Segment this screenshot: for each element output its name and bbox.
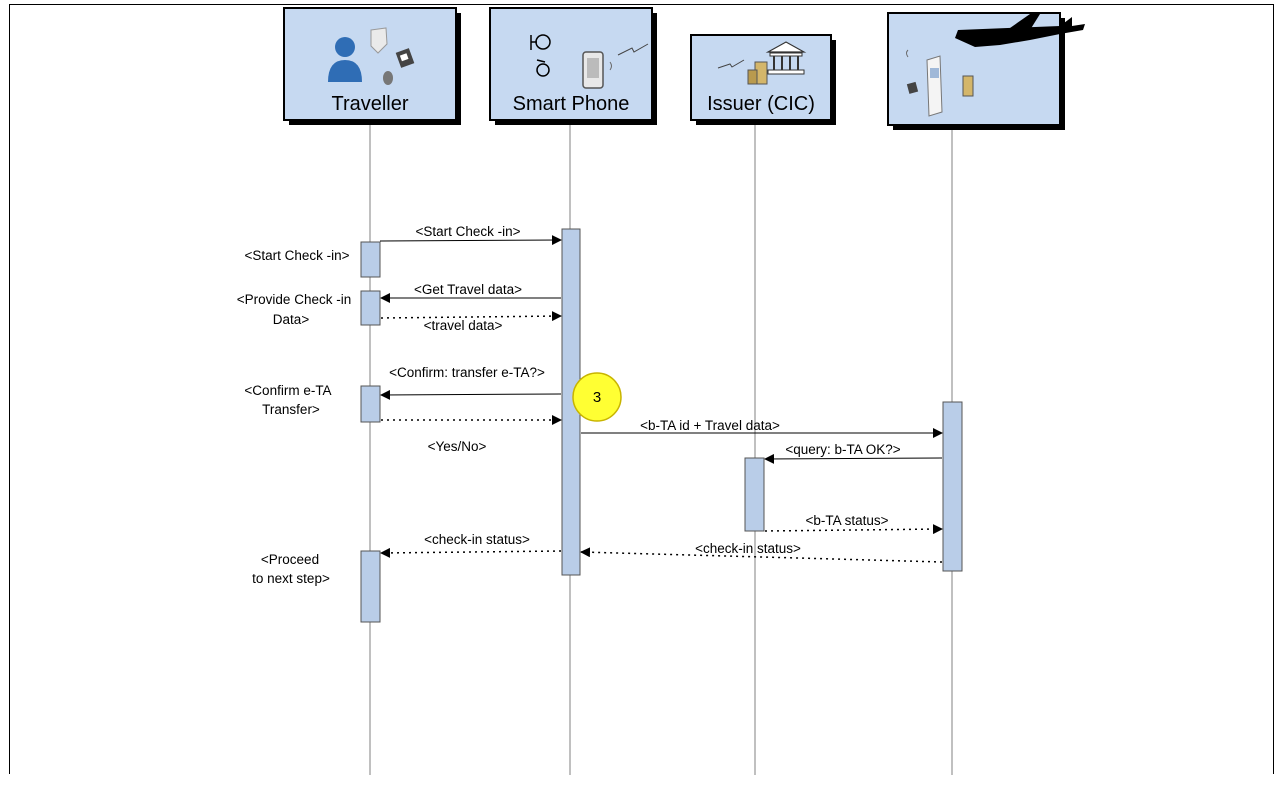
message-label: <check-in status> — [695, 541, 801, 556]
activation-traveller-1 — [361, 242, 380, 277]
header-airline — [888, 13, 1085, 130]
message-label: <travel data> — [424, 318, 503, 333]
action-proceed-line1: <Proceed — [261, 552, 319, 567]
fingerprint-icon — [383, 71, 393, 85]
message-checkin-status-phone: <check-in status> — [381, 532, 561, 553]
message-yes-no: <Yes/No> — [381, 420, 561, 454]
activation-issuer — [745, 458, 764, 531]
message-label: <b-TA id + Travel data> — [640, 418, 780, 433]
action-proceed-line2: to next step> — [252, 571, 330, 586]
message-confirm-transfer: <Confirm: transfer e-TA?> — [381, 365, 561, 395]
header-smartphone-label: Smart Phone — [513, 93, 630, 115]
header-issuer: Issuer (CIC) — [691, 35, 836, 125]
header-smartphone: Smart Phone — [490, 8, 657, 125]
step-marker-number: 3 — [593, 389, 601, 406]
activation-traveller-2 — [361, 291, 380, 325]
activation-traveller-4 — [361, 551, 380, 622]
kiosk-icon — [927, 56, 942, 116]
step-marker: 3 — [573, 373, 621, 421]
message-bta-status: <b-TA status> — [765, 513, 942, 531]
message-start-checkin: <Start Check -in> — [380, 224, 561, 241]
message-travel-data: <travel data> — [381, 316, 561, 333]
message-checkin-status-airline: <check-in status> — [581, 541, 942, 562]
action-start-checkin: <Start Check -in> — [244, 248, 349, 263]
action-provide-line2: Data> — [273, 312, 310, 327]
message-label: <Confirm: transfer e-TA?> — [389, 365, 545, 380]
action-provide-line1: <Provide Check -in — [237, 292, 351, 307]
message-get-travel-data: <Get Travel data> — [381, 282, 561, 298]
message-label: <query: b-TA OK?> — [785, 442, 900, 457]
message-bta-travel: <b-TA id + Travel data> — [581, 418, 942, 433]
activation-traveller-3 — [361, 386, 380, 422]
message-query-bta: <query: b-TA OK?> — [765, 442, 942, 459]
phone-icon — [583, 52, 603, 88]
activation-airline — [943, 402, 962, 571]
action-confirm-line2: Transfer> — [262, 402, 320, 417]
header-traveller-label: Traveller — [331, 93, 408, 115]
message-label: <Get Travel data> — [414, 282, 522, 297]
message-label: <check-in status> — [424, 532, 530, 547]
header-issuer-label: Issuer (CIC) — [707, 93, 815, 115]
message-label: <Yes/No> — [428, 439, 487, 454]
message-label: <b-TA status> — [805, 513, 888, 528]
message-label: <Start Check -in> — [415, 224, 520, 239]
action-confirm-line1: <Confirm e-TA — [244, 383, 331, 398]
header-traveller: Traveller — [284, 8, 461, 125]
server-icon — [963, 76, 973, 96]
